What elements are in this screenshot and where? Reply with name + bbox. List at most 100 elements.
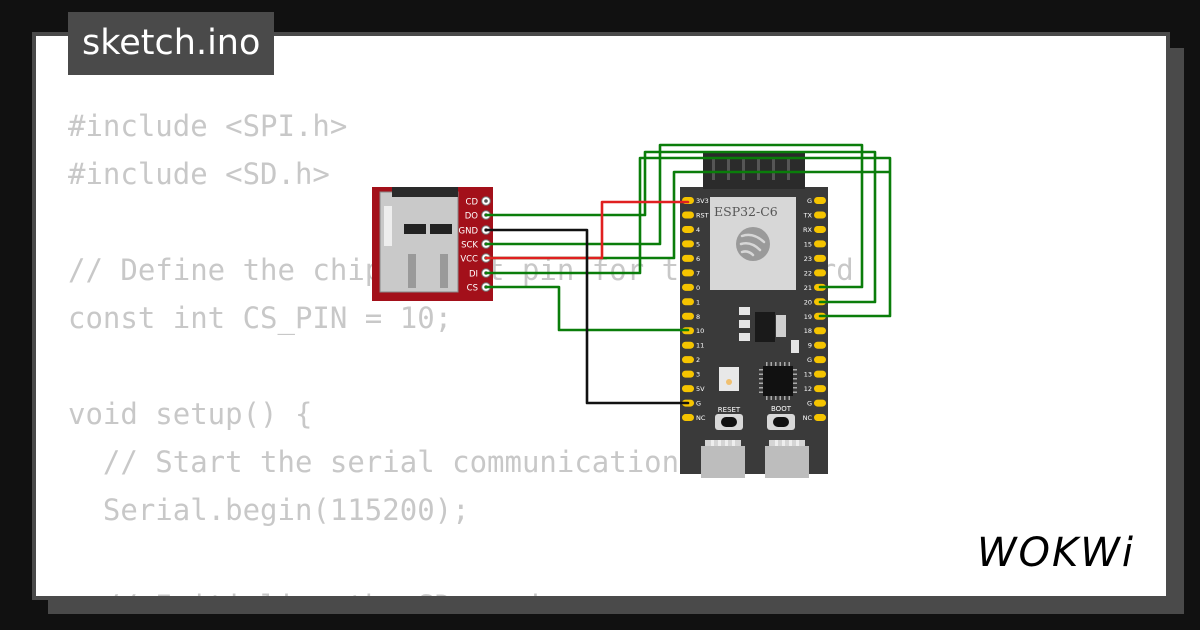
chip-lead (766, 396, 768, 400)
esp-right-pin (814, 225, 826, 233)
esp-left-pin-label: 4 (696, 226, 700, 234)
code-line: #include <SPI.h> (68, 109, 348, 143)
esp-left-pin-label: G (696, 400, 701, 408)
sd-contact (404, 224, 426, 234)
esp-left-pin-label: 11 (696, 342, 704, 350)
esp-left-pin (682, 370, 694, 378)
esp-right-pin-label: G (807, 400, 812, 408)
esp-right-pin-label: 21 (804, 284, 812, 292)
esp-right-pin-label: 18 (804, 327, 812, 335)
esp-right-pin (814, 197, 826, 204)
esp-left-pin (682, 341, 694, 349)
wires-overlay (484, 143, 892, 405)
boot-button-cap (773, 417, 789, 427)
esp-left-pin (682, 225, 694, 233)
esp-left-pin (682, 269, 694, 277)
esp-right-pin-label: 20 (804, 298, 812, 306)
usb-bridge-chip (763, 366, 793, 396)
esp-right-pin (814, 254, 826, 262)
esp-left-pin (682, 414, 694, 422)
usb-pin (732, 440, 735, 446)
file-tab[interactable]: sketch.ino (68, 12, 275, 75)
wire-sck-to-21 (484, 143, 864, 289)
esp-left-pin-label: 5V (696, 385, 705, 393)
esp-left-pin-label: 0 (696, 284, 700, 292)
esp-right-pin-label: 23 (804, 255, 812, 263)
reset-label: RESET (718, 406, 741, 414)
chip-lead (759, 387, 763, 389)
esp-smd-component (739, 320, 750, 328)
sd-pin-label: CD (466, 198, 479, 208)
wokwi-logo: WOKWi (977, 530, 1133, 576)
esp-right-pin (814, 370, 826, 378)
chip-lead (759, 373, 763, 375)
esp-right-pin-label: NC (803, 414, 813, 422)
chip-lead (759, 391, 763, 393)
espressif-logo-waves (739, 233, 766, 257)
code-line: // Initialize the SD card (68, 582, 854, 596)
esp-right-pin (814, 240, 826, 248)
usb-c-port (765, 446, 809, 478)
esp-right-pin (814, 385, 826, 393)
chip-lead (759, 378, 763, 380)
chip-lead (775, 396, 777, 400)
esp-left-pin-label: 10 (696, 327, 704, 335)
chip-lead (759, 382, 763, 384)
wire-do-to-20 (484, 150, 877, 304)
sd-pin-label: VCC (460, 255, 478, 265)
esp-right-pin-label: 12 (804, 385, 812, 393)
usb-pin (775, 440, 778, 446)
code-line: // Start the serial communication (68, 445, 680, 479)
esp-left-pin (682, 298, 694, 306)
usb-pin (796, 440, 799, 446)
esp-antenna-trace (742, 158, 745, 180)
esp-left-pin (682, 283, 694, 291)
wire-vcc-to-3v3 (484, 200, 690, 260)
chip-lead (793, 378, 797, 380)
chip-lead (779, 396, 781, 400)
chip-lead (784, 396, 786, 400)
esp-right-pin-label: G (807, 356, 812, 364)
esp-left-pin-label: 1 (696, 298, 700, 306)
esp-right-pin-label: 22 (804, 269, 812, 277)
sd-card-slot (392, 187, 458, 197)
sd-pin-label: DI (469, 270, 478, 280)
sd-pin-label: GND (459, 227, 479, 237)
chip-lead (793, 369, 797, 371)
esp-left-pin-label: 3 (696, 371, 700, 379)
esp-antenna-trace (757, 158, 760, 180)
esp-left-pin (682, 254, 694, 262)
boot-label: BOOT (771, 405, 792, 413)
esp-left-pin-label: RST (696, 211, 709, 219)
usb-pin (725, 440, 728, 446)
esp-left-pin-label: 3V3 (696, 197, 709, 205)
chip-lead (775, 362, 777, 366)
usb-pin (718, 440, 721, 446)
chip-lead (793, 382, 797, 384)
esp-left-pin (682, 211, 694, 219)
esp-antenna-trace (787, 158, 790, 180)
code-line: const int CS_PIN = 10; (68, 301, 453, 335)
esp-antenna-trace (712, 158, 715, 180)
esp-smd-component (739, 333, 750, 341)
sd-contact (430, 224, 452, 234)
esp-left-pin (682, 356, 694, 364)
sd-pin-label: DO (465, 212, 479, 222)
esp-right-pin-label: G (807, 197, 812, 205)
esp-antenna-trace (727, 158, 730, 180)
reset-button-cap (721, 417, 737, 427)
sd-pin-label: SCK (461, 241, 478, 251)
sd-spring (384, 206, 392, 246)
esp-left-pin (682, 312, 694, 320)
usb-c-port (701, 446, 745, 478)
esp-right-pin-label: 19 (804, 313, 812, 321)
esp-left-pin-label: 5 (696, 240, 700, 248)
esp-left-pin-label: NC (696, 414, 706, 422)
chip-lead (788, 362, 790, 366)
chip-lead (793, 373, 797, 375)
project-preview-card: #include <SPI.h>#include <SD.h>// Define… (32, 32, 1170, 600)
code-line: Serial.begin(115200); (68, 493, 470, 527)
esp-right-pin-label: TX (803, 211, 813, 219)
